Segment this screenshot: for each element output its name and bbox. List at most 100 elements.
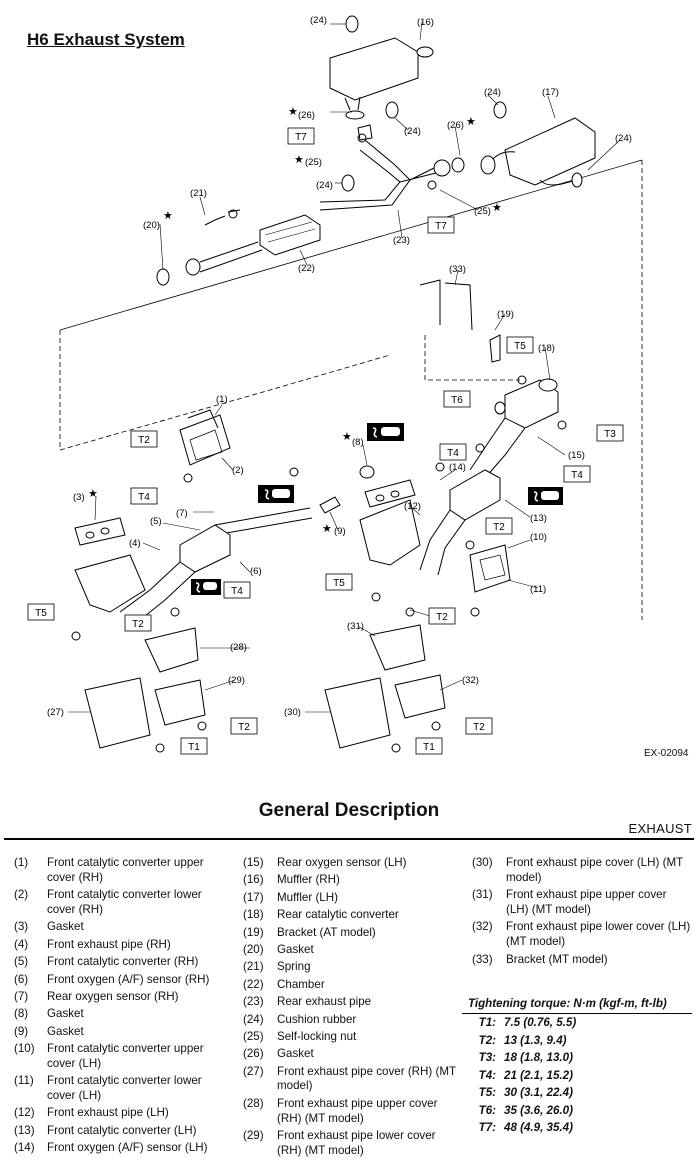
torque-value: 48 (4.9, 35.4): [504, 1121, 573, 1134]
front-pipe-cover-rh: [84, 677, 151, 749]
front-exhaust-pipe-rh: [74, 507, 313, 621]
part-name: Front exhaust pipe upper cover (RH) (MT …: [277, 1096, 438, 1125]
part-name: Gasket: [47, 920, 84, 934]
callout-label: (10): [530, 532, 547, 543]
callout-label: (25): [305, 157, 322, 168]
callout-label: (24): [404, 126, 421, 137]
parts-list-item: (3) Gasket: [14, 920, 229, 935]
callout-label: (3): [73, 492, 85, 503]
muffler-rh: [329, 15, 434, 120]
part-name: Spring: [277, 960, 311, 974]
svg-text:T1: T1: [423, 742, 435, 753]
torque-row: T1:7.5 (0.76, 5.5): [462, 1014, 692, 1032]
part-number: (26): [243, 1047, 264, 1061]
callout-label: (33): [449, 264, 466, 275]
torque-row: T3:18 (1.8, 13.0): [462, 1049, 692, 1067]
part-name: Rear catalytic converter: [277, 908, 399, 922]
parts-list-item: (5)Front catalytic converter (RH): [14, 955, 229, 970]
star-mark: ★: [466, 115, 476, 128]
callout-label: (18): [538, 343, 555, 354]
callout-label: (22): [298, 263, 315, 274]
part-number: (20): [243, 942, 264, 956]
star-mark: ★: [492, 201, 502, 214]
part-number: (19): [243, 925, 264, 939]
parts-list-item: (23)Rear exhaust pipe: [243, 995, 458, 1010]
callout-label: (20): [143, 220, 160, 231]
part-number: (7): [14, 989, 29, 1003]
gasket-9: [319, 496, 341, 514]
torque-key: T2:: [478, 1033, 496, 1047]
part-number: (21): [243, 960, 264, 974]
parts-list-item: (32)Front exhaust pipe lower cover (LH) …: [472, 920, 692, 950]
svg-text:T4: T4: [447, 448, 459, 459]
part-number: (28): [243, 1096, 264, 1110]
svg-text:T3: T3: [604, 429, 616, 440]
parts-list-item: (15)Rear oxygen sensor (LH): [243, 856, 458, 871]
parts-list-item: (25)Self-locking nut: [243, 1030, 458, 1045]
part-name: Front exhaust pipe cover (LH) (MT model): [506, 856, 683, 884]
part-name: Front exhaust pipe (RH): [47, 937, 171, 951]
front-catalytic-converter-lh: [359, 469, 501, 576]
torque-tag: T2: [230, 717, 258, 735]
part-number: (11): [14, 1074, 34, 1088]
callout-label: (19): [497, 309, 514, 320]
parts-list-item: (11)Front catalytic converter lower cove…: [14, 1074, 229, 1104]
parts-list-item: (19) Bracket (AT model): [243, 926, 458, 941]
part-number: (4): [14, 937, 29, 951]
star-mark: ★: [163, 209, 173, 222]
part-number: (31): [472, 888, 493, 902]
part-number: (6): [14, 972, 29, 986]
part-number: (1): [14, 856, 29, 869]
callout-label: (15): [568, 450, 585, 461]
callout-label: (1): [216, 394, 228, 405]
part-name: Rear exhaust pipe: [277, 995, 372, 1009]
star-mark: ★: [288, 105, 298, 118]
part-name: Gasket: [47, 1007, 84, 1021]
torque-tag: T3: [596, 424, 624, 442]
part-name: Gasket: [277, 942, 314, 956]
sealant-icon: [528, 487, 563, 505]
callout-label: (4): [129, 538, 141, 549]
part-name: Bracket (AT model): [277, 925, 376, 939]
exhaust-system-diagram: T2 T4 T5 T2 T4 T2 T1 T7 T7 T6 T5 T4 T3 T…: [27, 15, 643, 755]
parts-list-item: (22)Chamber: [243, 978, 458, 993]
svg-text:T2: T2: [473, 722, 485, 733]
part-number: (15): [243, 856, 264, 869]
parts-list-item: (4) Front exhaust pipe (RH): [14, 938, 229, 953]
parts-list-col2: (15)Rear oxygen sensor (LH) (16) Muffler (…: [243, 856, 458, 1161]
torque-tag: T4: [130, 487, 158, 505]
svg-text:T6: T6: [451, 395, 463, 406]
part-number: (22): [243, 977, 264, 991]
bracket-mt: [419, 279, 473, 331]
part-number: (9): [14, 1024, 29, 1038]
svg-text:T4: T4: [138, 492, 150, 503]
part-number: (3): [14, 920, 29, 934]
part-number: (32): [472, 920, 493, 934]
parts-list-item: (2)Front catalytic converter lower cover…: [14, 888, 229, 918]
torque-tag: T5: [27, 603, 55, 621]
part-number: (5): [14, 955, 29, 969]
callout-label: (24): [310, 15, 327, 26]
part-number: (16): [243, 873, 264, 887]
torque-row: T5:30 (3.1, 22.4): [462, 1084, 692, 1102]
parts-list-item: (7)Rear oxygen sensor (RH): [14, 990, 229, 1005]
front-cat-cover-lh: [469, 544, 511, 593]
part-name: Front oxygen (A/F) sensor (LH): [47, 1141, 208, 1155]
callout-label: (5): [150, 516, 162, 527]
part-number: (14): [14, 1141, 35, 1155]
callout-label: (31): [347, 621, 364, 632]
part-number: (30): [472, 856, 493, 869]
parts-list-item: (12)Front exhaust pipe (LH): [14, 1106, 229, 1121]
callout-label: (26): [298, 110, 315, 121]
part-number: (25): [243, 1029, 264, 1043]
torque-tag: T5: [506, 336, 534, 354]
muffler-lh: [480, 101, 596, 188]
part-number: (24): [243, 1012, 264, 1026]
torque-row: T4:21 (2.1, 15.2): [462, 1067, 692, 1085]
part-name: Muffler (RH): [277, 873, 340, 887]
parts-list-item: (17)Muffler (LH): [243, 891, 458, 906]
parts-list-item: (20) Gasket: [243, 943, 458, 958]
part-name: Gasket: [47, 1024, 84, 1038]
torque-tag: T2: [485, 517, 513, 535]
part-number: (12): [14, 1106, 35, 1120]
